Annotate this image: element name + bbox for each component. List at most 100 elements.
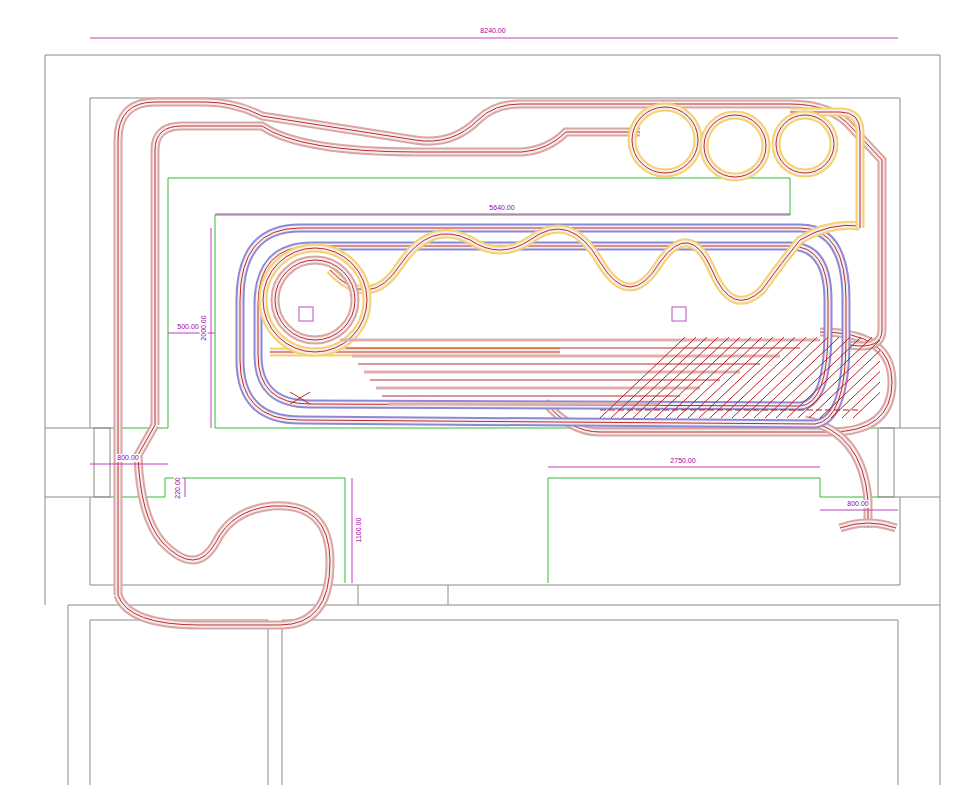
yard-track <box>798 340 880 418</box>
track-ties <box>118 425 330 625</box>
track-center <box>258 246 828 406</box>
yard-tracks <box>290 337 880 418</box>
dimension-label: 8240.00 <box>479 27 506 35</box>
dimension-label: 2000.00 <box>200 314 208 341</box>
track-center <box>776 115 834 173</box>
dimension-lines <box>90 38 898 583</box>
wall-line <box>90 98 900 428</box>
yard-track <box>382 396 680 397</box>
track-bed <box>805 420 868 528</box>
crossing <box>290 392 310 404</box>
track-center <box>240 228 846 424</box>
dimension-label: 800.00 <box>846 500 869 508</box>
track-ties <box>330 225 860 300</box>
yard-track <box>765 337 850 418</box>
track-center <box>632 107 698 173</box>
track-ties <box>263 248 367 352</box>
yard-track <box>809 351 880 418</box>
yard-track <box>732 337 817 418</box>
yard-track <box>376 387 700 390</box>
dimension-label: 220.00 <box>174 476 182 499</box>
bench-edge <box>548 478 880 583</box>
yard-track <box>787 337 872 418</box>
yard-track <box>370 380 720 381</box>
room-walls <box>45 55 940 785</box>
dimension-line <box>90 38 898 39</box>
track-ties <box>632 107 698 173</box>
yard-track <box>388 403 660 406</box>
track-ties <box>776 115 834 173</box>
track-bed <box>240 228 846 424</box>
yard-marker <box>600 410 860 411</box>
wall-line <box>68 605 940 785</box>
track-bed <box>840 523 896 528</box>
yard-track <box>633 337 718 418</box>
track-ties <box>840 523 896 528</box>
track-center <box>118 425 330 625</box>
dimension-line <box>90 464 168 465</box>
door-frame <box>94 428 110 497</box>
wall-line <box>90 620 268 785</box>
yard-track <box>611 337 696 418</box>
track-ties <box>805 420 868 528</box>
yard-track <box>710 337 795 418</box>
yard-track <box>831 371 880 418</box>
dimension-line <box>352 478 353 583</box>
door-frame <box>878 428 894 497</box>
track-center <box>840 523 896 528</box>
wall-line <box>45 55 940 605</box>
track-ties <box>240 228 846 424</box>
track-center <box>805 420 868 528</box>
support-column <box>672 307 686 321</box>
dimension-label: 500.00 <box>176 323 199 331</box>
track-ties <box>704 115 766 177</box>
support-column <box>299 307 313 321</box>
wall-line <box>358 585 359 605</box>
track-bed <box>263 248 367 352</box>
tracks <box>118 102 896 625</box>
dimension-label: 2750.00 <box>669 457 696 465</box>
yard-track <box>352 355 780 358</box>
yard-track <box>358 364 760 365</box>
yard-track <box>842 382 880 418</box>
dimension-line <box>820 510 898 511</box>
track-center <box>263 248 367 352</box>
wall-line <box>940 605 941 785</box>
yard-track <box>776 337 861 418</box>
yard-track <box>600 337 685 418</box>
yard-track <box>364 371 740 374</box>
yard-track <box>677 337 762 418</box>
yard-track <box>743 337 828 418</box>
track-bed <box>632 107 698 173</box>
track-bed <box>275 260 355 340</box>
yard-track <box>644 337 729 418</box>
wall-line <box>448 585 449 605</box>
dimension-line <box>211 228 212 428</box>
track-center <box>330 225 860 300</box>
yard-track <box>688 337 773 418</box>
track-bed <box>776 115 834 173</box>
track-bed <box>704 115 766 177</box>
yard-track <box>820 361 880 418</box>
yard-track <box>721 337 806 418</box>
track-center <box>275 260 355 340</box>
track-bed <box>330 225 860 300</box>
track-center <box>704 115 766 177</box>
yard-track <box>754 337 839 418</box>
track-bed <box>258 246 828 406</box>
dimension-line <box>215 214 790 215</box>
yard-track <box>655 337 740 418</box>
track-ties <box>258 246 828 406</box>
dimension-line <box>548 467 820 468</box>
dimension-label: 800.00 <box>116 454 139 462</box>
dimension-label: 5640.00 <box>488 204 515 212</box>
yard-track <box>622 337 707 418</box>
dimension-label: 1100.00 <box>355 517 363 544</box>
yard-track <box>346 348 800 349</box>
yard-track <box>666 337 751 418</box>
dimension-line <box>185 478 186 497</box>
wall-line <box>282 620 898 785</box>
track-bed <box>118 425 330 625</box>
bench-edge <box>110 178 878 428</box>
